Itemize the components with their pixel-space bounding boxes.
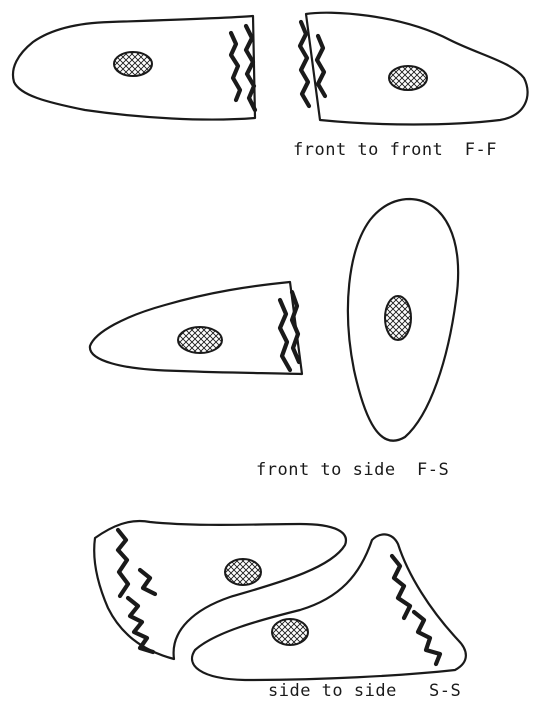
nucleus	[178, 327, 222, 353]
panel-side-to-side	[94, 521, 466, 680]
panel-front-to-side	[90, 199, 458, 441]
caption-side-to-side: side to side S-S	[268, 681, 461, 701]
leading-edge-ruffle	[300, 22, 309, 106]
nucleus	[385, 296, 411, 340]
nucleus	[389, 66, 427, 90]
caption-front-to-side: front to side F-S	[256, 460, 449, 480]
nucleus	[272, 619, 308, 645]
nucleus	[114, 52, 152, 76]
nucleus	[225, 559, 261, 585]
panel-front-to-front	[13, 13, 528, 125]
caption-front-to-front: front to front F-F	[293, 140, 497, 160]
